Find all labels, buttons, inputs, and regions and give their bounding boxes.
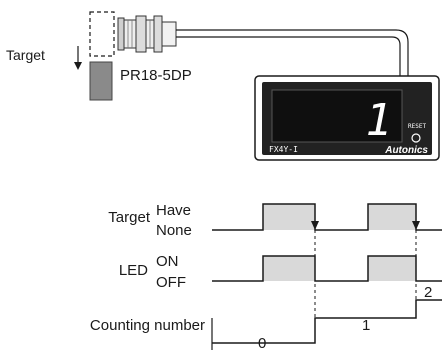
target-falling-edge-arrow-2 xyxy=(412,221,420,230)
count-value-0: 0 xyxy=(258,335,266,350)
count-row-label: Counting number xyxy=(90,317,205,334)
reset-button[interactable] xyxy=(411,133,421,143)
led-pulse-1-fill xyxy=(263,256,315,281)
target-block xyxy=(89,61,113,101)
reset-label: RESET xyxy=(408,123,426,130)
sensor-assembly: Target PR18-5DP xyxy=(6,11,409,101)
target-label: Target xyxy=(6,47,45,63)
count-value-2: 2 xyxy=(424,284,432,301)
led-row-label: LED xyxy=(119,262,148,279)
target-state-none: None xyxy=(156,222,192,239)
proximity-sensor xyxy=(117,15,177,53)
led-state-off: OFF xyxy=(156,274,186,291)
led-pulse-2-fill xyxy=(368,256,416,281)
target-pulse-1-fill xyxy=(263,204,315,230)
target-state-have: Have xyxy=(156,202,191,219)
target-waveform xyxy=(212,203,442,231)
count-value-1: 1 xyxy=(362,317,370,334)
target-motion-arrowhead xyxy=(74,62,82,70)
sensor-model-label: PR18-5DP xyxy=(120,67,192,84)
sensor-cable-inner xyxy=(176,36,401,76)
brand-logo: Autonics xyxy=(384,145,428,156)
sensor-cable-outer xyxy=(176,29,409,76)
target-falling-edge-arrow-1 xyxy=(311,221,319,230)
counter-digit: 1 xyxy=(366,95,393,146)
target-pulse-2-fill xyxy=(368,204,416,230)
counter-display-window xyxy=(271,89,403,143)
timing-diagram: Target Have None LED ON OFF Counting num… xyxy=(90,202,442,350)
counter-model-label: FX4Y-I xyxy=(269,145,298,154)
led-state-on: ON xyxy=(156,253,179,270)
target-previous-position xyxy=(89,11,115,57)
count-waveform xyxy=(212,299,442,344)
target-row-label: Target xyxy=(108,209,151,226)
counter-unit: 1 RESET FX4Y-I Autonics xyxy=(254,75,440,161)
